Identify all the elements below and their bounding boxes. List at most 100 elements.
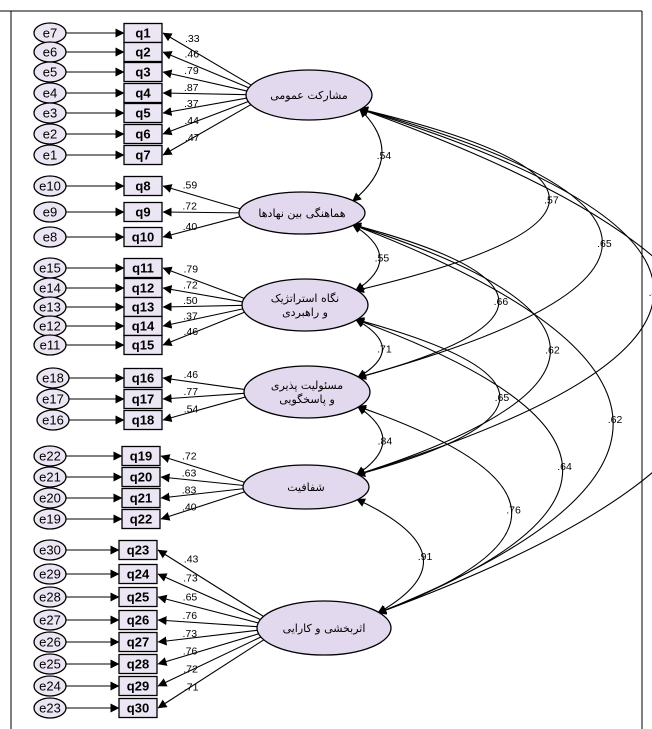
- loading-value-q3: .79: [184, 65, 199, 77]
- indicator-box-q22: [121, 508, 161, 530]
- loading-path-q10: [162, 215, 243, 240]
- indicator-label-q23: q23: [127, 543, 149, 558]
- loading-value-q21: .83: [182, 484, 197, 496]
- loading-value-q28: .76: [183, 646, 198, 658]
- error-term-e5: [33, 61, 67, 83]
- indicator-box-q2: [123, 41, 163, 63]
- indicator-box-q16: [123, 367, 163, 389]
- indicator-label-q1: q1: [135, 26, 150, 41]
- error-term-e27: [33, 609, 67, 631]
- loading-value-q20: .63: [182, 467, 197, 479]
- error-term-e11: [33, 334, 67, 356]
- error-label-e8: e8: [43, 230, 57, 245]
- correlation-arc-f1-f5: [355, 106, 652, 477]
- indicator-label-q29: q29: [127, 679, 149, 694]
- correlation-arc-f3-f5: [354, 317, 501, 478]
- indicator-label-q15: q15: [132, 338, 154, 353]
- loading-path-q19: [160, 454, 247, 484]
- indicator-label-q26: q26: [127, 613, 149, 628]
- error-label-e16: e16: [42, 413, 64, 428]
- indicator-label-q28: q28: [127, 657, 149, 672]
- indicator-box-q20: [121, 466, 161, 488]
- indicator-label-q3: q3: [135, 65, 150, 80]
- indicator-label-q24: q24: [127, 567, 150, 582]
- indicator-box-q19: [121, 445, 161, 467]
- correlation-value-f3-f5: .65: [495, 392, 510, 404]
- error-term-e21: [33, 466, 67, 488]
- factor-label-f4: مسئولیت پذیری: [271, 379, 343, 392]
- loading-path-q24: [157, 573, 263, 621]
- error-term-e25: [33, 653, 67, 675]
- error-term-e18: [36, 367, 70, 389]
- loading-path-q26: [157, 616, 260, 628]
- loading-value-q29: .72: [183, 664, 198, 676]
- factor-label-f1: مشارکت عمومی: [270, 89, 348, 102]
- error-label-e14: e14: [39, 281, 61, 296]
- correlation-value-f1-f3: .57: [544, 195, 559, 207]
- loading-value-q1: .33: [185, 33, 200, 45]
- loading-value-q15: .46: [184, 326, 199, 338]
- factor-label-f5: شفافیت: [287, 481, 325, 494]
- factor-f2: [238, 191, 366, 235]
- indicator-box-q11: [123, 257, 163, 279]
- factor-label-f4: و پاسخگویی: [279, 393, 335, 406]
- indicator-box-q8: [123, 175, 163, 197]
- loading-path-q12: [162, 285, 245, 303]
- indicator-label-q13: q13: [132, 300, 154, 315]
- loading-path-q3: [162, 69, 249, 92]
- correlation-arc-f3-f6: [354, 318, 564, 615]
- loading-path-q17: [162, 392, 247, 403]
- factor-label-f3: نگاه استراتژیک: [271, 292, 340, 305]
- indicator-label-q10: q10: [132, 230, 154, 245]
- loading-value-q4: .87: [184, 82, 199, 94]
- error-label-e17: e17: [42, 392, 64, 407]
- correlation-value-f2-f3: .55: [375, 253, 390, 265]
- correlation-value-f2-f6: .62: [608, 414, 623, 426]
- error-label-e10: e10: [39, 179, 61, 194]
- correlation-arc-f2-f4: [351, 222, 500, 380]
- indicator-label-q20: q20: [130, 470, 152, 485]
- indicator-label-q9: q9: [135, 205, 150, 220]
- indicator-box-q6: [123, 123, 163, 145]
- indicator-label-q21: q21: [130, 491, 152, 506]
- error-term-e8: [33, 226, 67, 248]
- indicator-label-q19: q19: [130, 449, 152, 464]
- error-label-e6: e6: [43, 45, 57, 60]
- correlation-value-f3-f6: .64: [557, 461, 572, 473]
- indicator-label-q16: q16: [132, 371, 154, 386]
- indicator-label-q25: q25: [127, 590, 149, 605]
- loading-path-q20: [160, 473, 246, 487]
- indicator-box-q24: [118, 563, 158, 585]
- correlation-arc-f5-f6: [355, 498, 425, 614]
- correlation-value-f2-f4: .66: [494, 296, 509, 308]
- indicator-box-q21: [121, 487, 161, 509]
- correlation-layer: .54.57.65.40.68.55.66.62.62.71.65.64.84.…: [351, 106, 652, 615]
- loading-value-q7: .47: [185, 132, 200, 144]
- loading-path-q30: [157, 638, 266, 709]
- error-label-e22: e22: [39, 449, 61, 464]
- loading-value-q12: .72: [183, 280, 198, 292]
- loading-path-q18: [162, 396, 248, 423]
- loading-value-q27: .73: [182, 628, 197, 640]
- error-term-e23: [33, 697, 67, 719]
- indicator-box-q23: [118, 539, 158, 561]
- factor-f3: [241, 278, 369, 332]
- indicator-box-q29: [118, 675, 158, 697]
- loading-value-q2: .46: [184, 49, 199, 61]
- correlation-value-f4-f6: .76: [506, 505, 521, 517]
- indicator-label-q22: q22: [130, 512, 152, 527]
- loading-path-q4: [162, 88, 249, 98]
- indicator-label-q5: q5: [135, 106, 150, 121]
- error-label-e20: e20: [39, 491, 61, 506]
- loading-path-q9: [162, 207, 242, 217]
- error-term-e17: [36, 388, 70, 410]
- factor-f4: [243, 365, 371, 419]
- error-label-e9: e9: [43, 205, 57, 220]
- error-term-e22: [33, 445, 67, 467]
- error-label-e26: e26: [39, 635, 61, 650]
- error-term-e24: [33, 675, 67, 697]
- error-label-e27: e27: [39, 613, 61, 628]
